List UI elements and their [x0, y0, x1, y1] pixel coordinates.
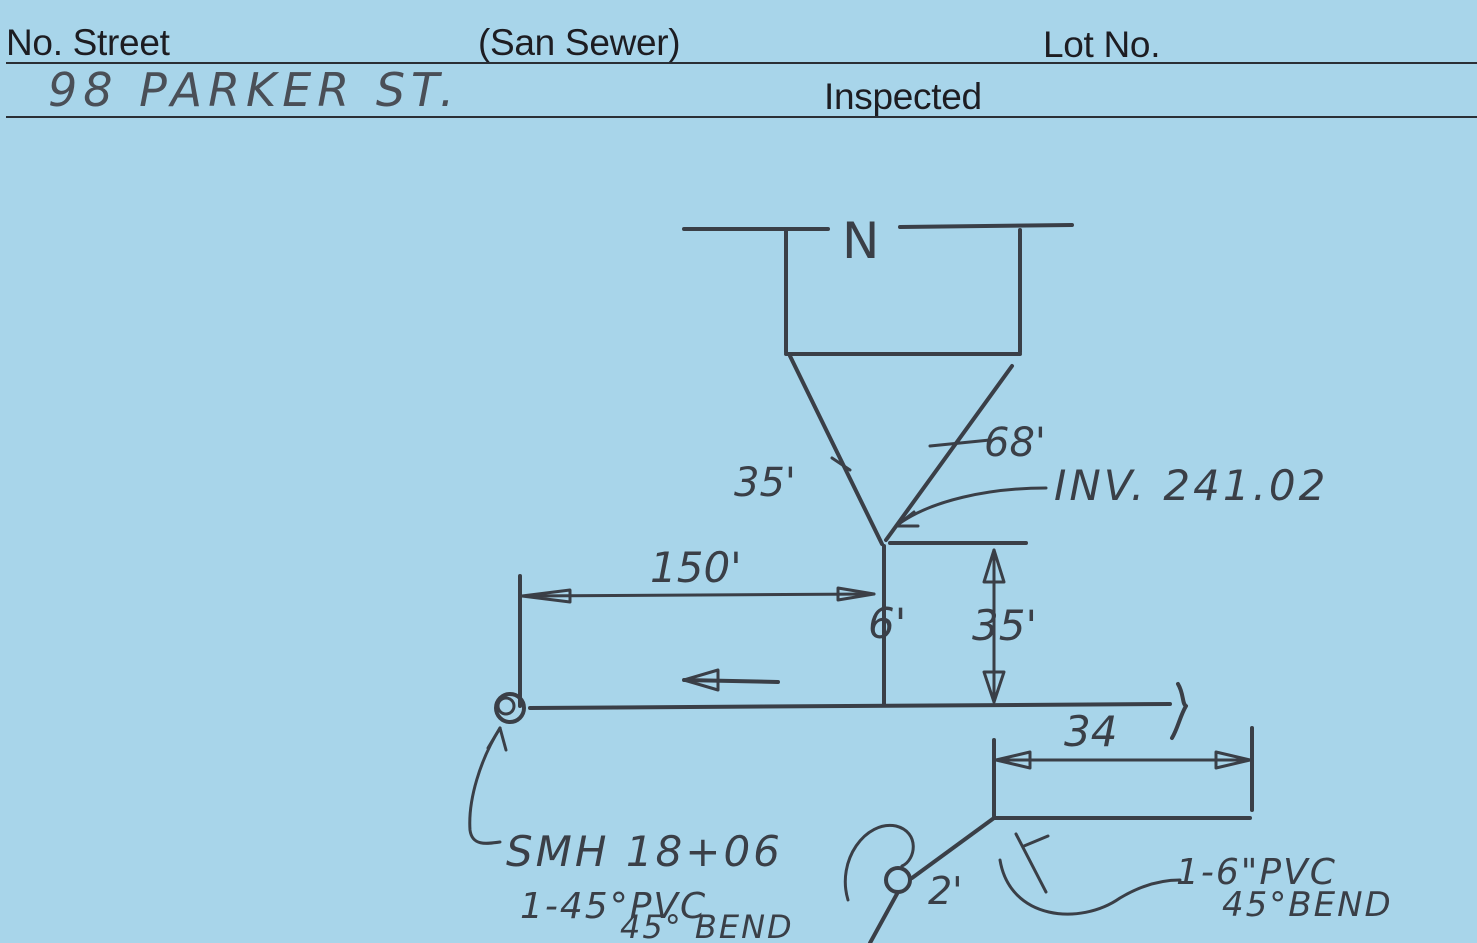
street-label: No. Street [6, 22, 170, 63]
main-sewer-line [528, 682, 1188, 740]
dim-35-lateral: 35' [734, 460, 796, 506]
manhole-symbol [468, 692, 526, 845]
right-bend-line2: 45°BEND [1222, 885, 1393, 925]
dim-150-line [518, 574, 876, 708]
lot-label: Lot No. [1043, 24, 1161, 65]
manhole-label: SMH 18+06 [506, 827, 783, 876]
invert-arrowhead [894, 510, 920, 528]
sewer-label: (San Sewer) [478, 22, 681, 63]
dim-2-label: 2' [928, 869, 963, 913]
inspected-label: Inspected [824, 76, 982, 117]
left-bend-line2: 45° BEND [620, 908, 794, 943]
dim-35-vertical [982, 548, 1006, 704]
north-marker: N [842, 212, 879, 270]
address-value: 98 PARKER ST. [48, 63, 460, 117]
dim-35-vertical-label: 35' [972, 601, 1037, 650]
right-bend-line1: 1-6"PVC [1176, 852, 1337, 893]
dim-34-line [992, 726, 1254, 818]
dim-6-label: 6' [868, 599, 906, 648]
service-laterals [788, 354, 1028, 706]
dim-150-label: 150' [650, 543, 742, 592]
dim-35-tick [830, 456, 852, 472]
header-rule-top [6, 62, 1477, 64]
dim-34-label: 34 [1064, 707, 1117, 756]
house-outline [682, 223, 1074, 356]
dim-68-tick [928, 438, 992, 448]
bend-detail [843, 816, 1252, 943]
invert-label: INV. 241.02 [1054, 461, 1328, 510]
flow-direction-arrow [682, 668, 780, 692]
header-rule-bottom [6, 116, 1477, 118]
left-bend-line1: 1-45°PVC [520, 886, 707, 927]
dim-68-lateral: 68' [984, 420, 1046, 466]
